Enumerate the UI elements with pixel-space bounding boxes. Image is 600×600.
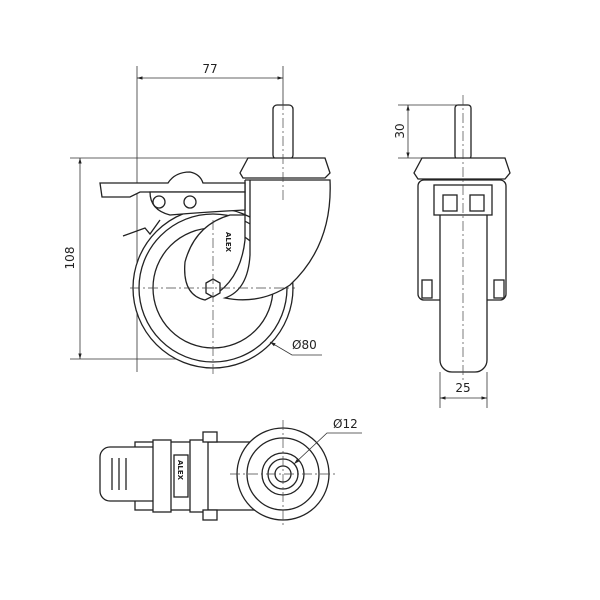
- wheel-front: [439, 195, 488, 373]
- dimension-stem-diameter-label: Ø12: [333, 417, 358, 431]
- dimension-wheel-diameter-label: Ø80: [292, 338, 317, 352]
- brand-logo-top: ALEX: [176, 460, 184, 481]
- top-view: ALEX Ø12: [99, 417, 362, 528]
- brake-lever: [99, 171, 246, 198]
- dimension-stem-length-label: 30: [393, 123, 407, 138]
- dimension-height-label: 108: [63, 247, 77, 270]
- swivel-flange: [239, 157, 331, 179]
- side-view: 77 108 ALEX Ø80: [63, 62, 331, 375]
- front-view: 30 25: [393, 95, 511, 408]
- dimension-wheel-width-label: 25: [455, 381, 470, 395]
- brand-logo-side: ALEX: [224, 232, 232, 253]
- dimension-offset-label: 77: [202, 62, 217, 76]
- fork: [222, 179, 331, 301]
